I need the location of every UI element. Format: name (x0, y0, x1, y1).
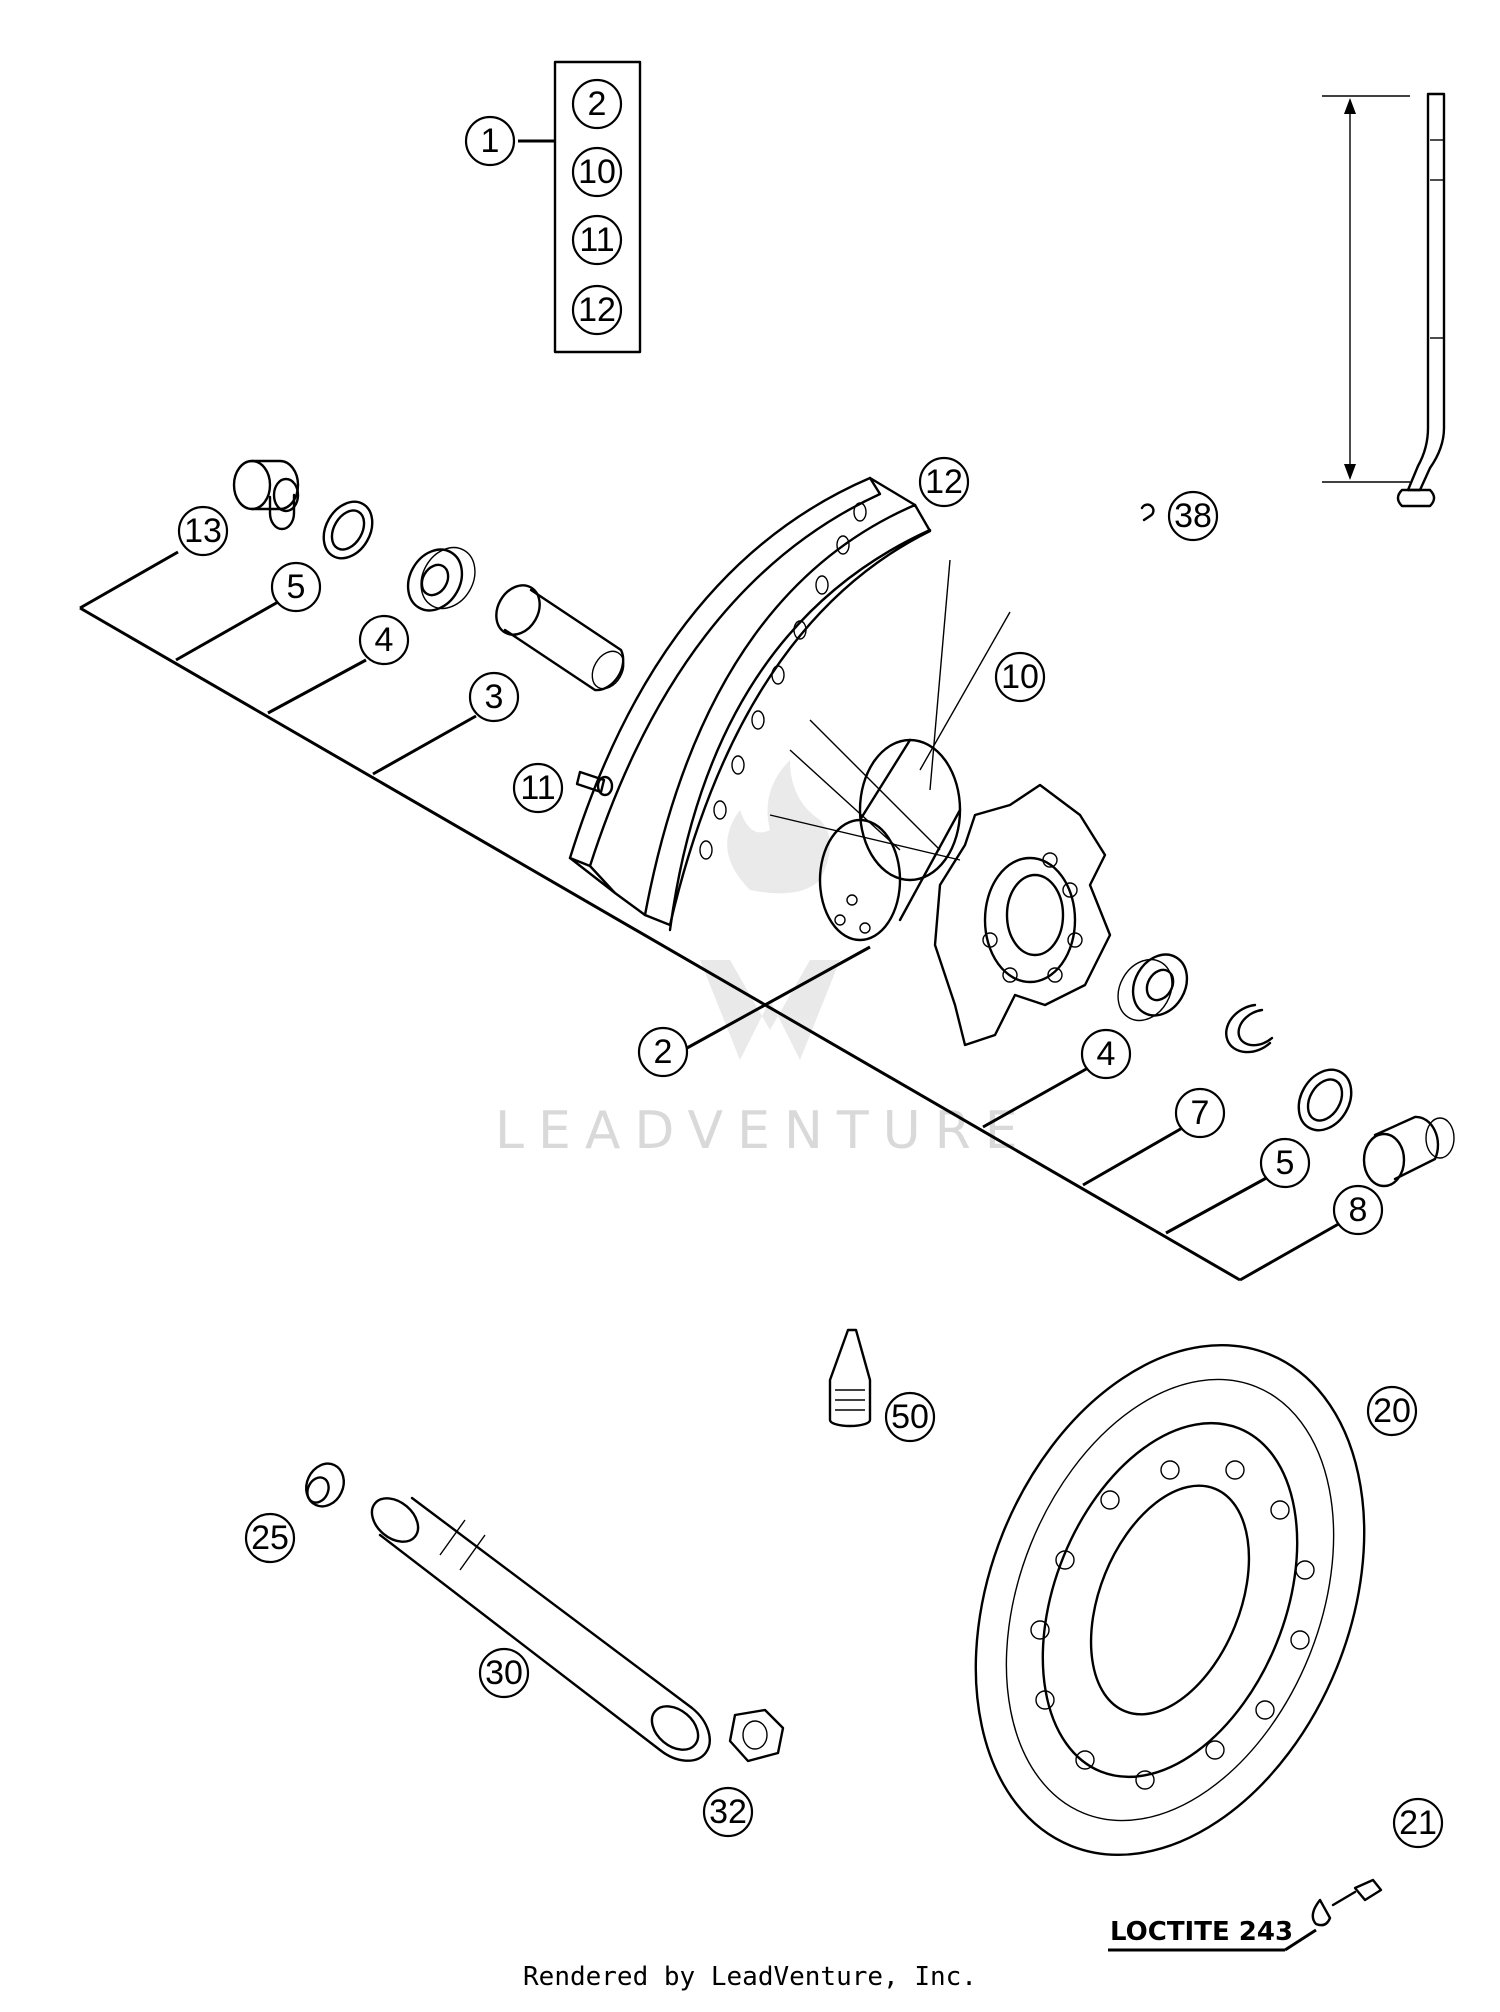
svg-text:12: 12 (578, 291, 616, 329)
svg-text:2: 2 (654, 1033, 673, 1071)
callout-4-left[interactable]: 4 (358, 614, 410, 666)
kit-group-box: 1 2 10 11 12 (464, 60, 642, 354)
part-3-distance-sleeve (495, 584, 625, 692)
svg-text:10: 10 (578, 153, 616, 191)
callout-4-right[interactable]: 4 (1080, 1028, 1132, 1080)
part-11-rim-lock (575, 770, 614, 797)
loctite-leader (1284, 1928, 1317, 1952)
kit-item-12[interactable]: 12 (571, 284, 623, 336)
kit-item-10[interactable]: 10 (571, 146, 623, 198)
callout-3[interactable]: 3 (468, 671, 520, 723)
svg-text:30: 30 (485, 1654, 523, 1692)
part-25-seal-ring (305, 1462, 345, 1508)
part-5-shaft-seal-right (1297, 1068, 1353, 1132)
spoke-drawing (1322, 92, 1446, 508)
part-8-spacer-bushing-right (1362, 1115, 1455, 1188)
callout-32[interactable]: 32 (702, 1786, 754, 1838)
loctite-label: LOCTITE 243 (1110, 1917, 1293, 1947)
part-12-rim (568, 476, 932, 932)
footer-credit: Rendered by LeadVenture, Inc. (523, 1962, 977, 1992)
callout-11[interactable]: 11 (512, 762, 564, 814)
kit-item-11[interactable]: 11 (571, 214, 623, 266)
svg-text:2: 2 (588, 85, 607, 123)
part-32-axle-nut (728, 1708, 785, 1763)
part-38-nipple (1140, 503, 1155, 522)
svg-text:1: 1 (481, 122, 500, 160)
callout-7[interactable]: 7 (1174, 1087, 1226, 1139)
callout-20[interactable]: 20 (1366, 1385, 1418, 1437)
svg-text:13: 13 (184, 512, 222, 550)
callout-25[interactable]: 25 (244, 1512, 296, 1564)
svg-text:3: 3 (485, 678, 504, 716)
svg-text:21: 21 (1399, 1804, 1437, 1842)
callout-5-right[interactable]: 5 (1259, 1137, 1311, 1189)
part-20-brake-disc (974, 1344, 1366, 1856)
svg-text:25: 25 (251, 1519, 289, 1557)
watermark-text: LEADVENTURE (495, 1101, 1032, 1161)
svg-text:5: 5 (1276, 1144, 1295, 1182)
part-13-spacer-bushing (232, 459, 300, 531)
watermark: LEADVENTURE (495, 760, 1032, 1161)
callout-38[interactable]: 38 (1167, 490, 1219, 542)
callout-1[interactable]: 1 (464, 115, 516, 167)
part-5-shaft-seal-left (322, 500, 374, 560)
watermark-logo (700, 760, 840, 1060)
callout-5-left[interactable]: 5 (270, 561, 322, 613)
svg-text:4: 4 (1097, 1035, 1116, 1073)
svg-text:20: 20 (1373, 1392, 1411, 1430)
svg-text:7: 7 (1191, 1094, 1210, 1132)
part-50-loctite-bottle (828, 1328, 872, 1428)
svg-text:5: 5 (287, 568, 306, 606)
callout-30[interactable]: 30 (478, 1647, 530, 1699)
svg-text:4: 4 (375, 621, 394, 659)
part-21-disc-screw (1311, 1878, 1383, 1927)
callout-10[interactable]: 10 (994, 651, 1046, 703)
part-30-wheel-spindle (370, 1496, 711, 1762)
callout-2[interactable]: 2 (637, 1026, 689, 1078)
svg-text:8: 8 (1349, 1191, 1368, 1229)
callout-12[interactable]: 12 (918, 456, 970, 508)
svg-text:11: 11 (520, 769, 555, 807)
callout-13[interactable]: 13 (177, 505, 229, 557)
svg-text:11: 11 (579, 221, 614, 259)
callout-21[interactable]: 21 (1392, 1797, 1444, 1849)
assembly-axis-lines (79, 550, 1343, 1282)
svg-text:38: 38 (1174, 497, 1212, 535)
part-2-hub (818, 738, 1112, 1047)
callout-50[interactable]: 50 (884, 1391, 936, 1443)
kit-item-2[interactable]: 2 (571, 78, 623, 130)
svg-text:32: 32 (709, 1793, 747, 1831)
svg-text:12: 12 (925, 463, 963, 501)
svg-text:50: 50 (891, 1398, 929, 1436)
svg-text:10: 10 (1001, 658, 1039, 696)
part-4-bearing-right (1117, 953, 1189, 1022)
part-4-bearing-left (406, 546, 476, 612)
callout-8[interactable]: 8 (1332, 1184, 1384, 1236)
part-7-circlip (1225, 1003, 1274, 1054)
kit-box-frame (553, 60, 642, 354)
loctite-note: LOCTITE 243 (1108, 1917, 1317, 1952)
